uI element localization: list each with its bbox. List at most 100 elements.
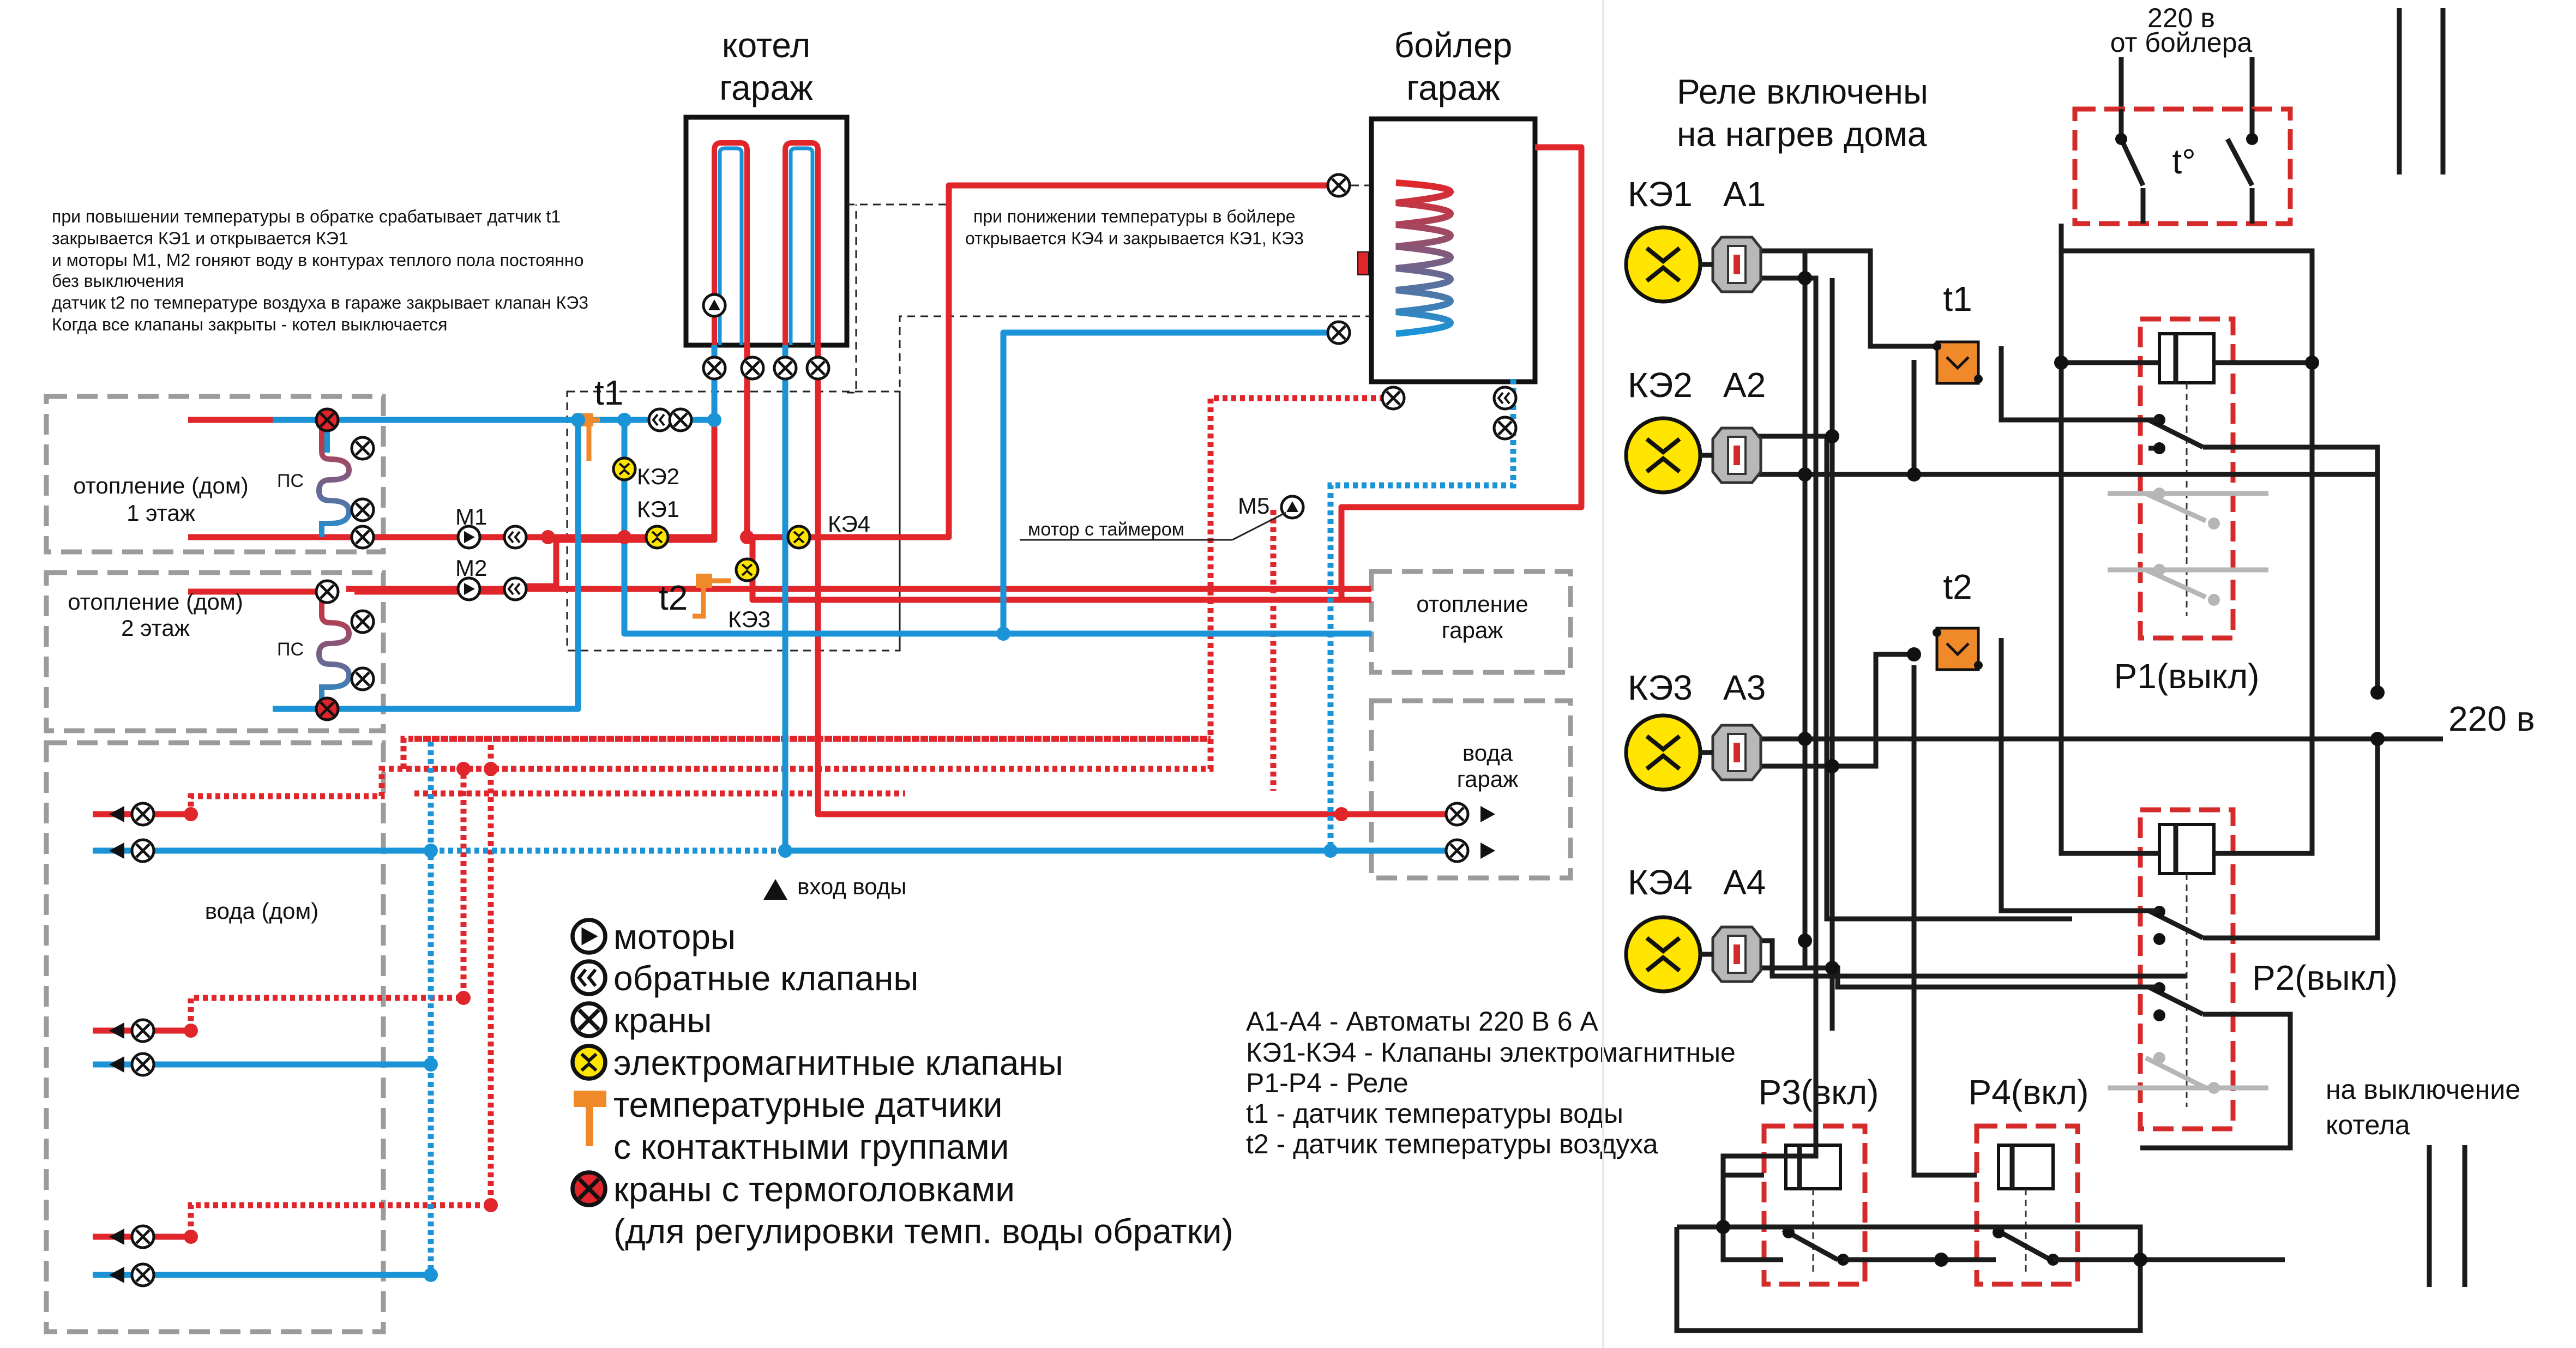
floor2-label-2: 2 этаж xyxy=(121,615,190,641)
control-frame xyxy=(566,390,901,652)
solenoid-ke1[interactable] xyxy=(646,526,668,548)
floor1-thermo-tap[interactable] xyxy=(316,409,338,431)
motor-m1-icon[interactable] xyxy=(458,526,480,548)
relay-p4-box xyxy=(1974,1123,2080,1287)
thermostat-switch[interactable] xyxy=(2115,109,2258,224)
abbr-line: t2 - датчик температуры воздуха xyxy=(1246,1129,1658,1159)
relay-p3-box xyxy=(1761,1123,1868,1287)
garage-water-label-1: вода xyxy=(1462,740,1513,766)
floor1-label-1: отопление (дом) xyxy=(73,473,249,498)
relay-p3-coil xyxy=(1784,1144,1842,1276)
top-220-label-2: от бойлера xyxy=(2110,27,2253,58)
boiler-tap-1[interactable] xyxy=(703,357,725,379)
abbr-line: КЭ1-КЭ4 - Клапаны электромагнитные xyxy=(1246,1037,1736,1068)
house-water-zone xyxy=(44,740,386,1334)
relay-p3-label: Р3(вкл) xyxy=(1759,1073,1879,1112)
garage-tank xyxy=(1369,116,1538,384)
boiler-pump-icon[interactable] xyxy=(703,294,725,316)
a3-breaker-icon[interactable] xyxy=(1713,725,1761,780)
check-valve-m1 xyxy=(504,526,526,548)
sensor-t2-label: t2 xyxy=(659,578,688,617)
floor1-radiant-loop xyxy=(316,420,352,537)
sensor-t1-contact xyxy=(1933,342,1983,383)
ke3-solenoid-icon[interactable] xyxy=(1626,715,1700,790)
sensor-t1-label: t1 xyxy=(594,373,623,412)
tank-check-valve xyxy=(1494,387,1516,409)
ke2-row-breaker: А2 xyxy=(1723,365,1766,405)
thermostat-label: t° xyxy=(2172,142,2195,181)
ke2-label: КЭ2 xyxy=(637,464,679,489)
ke1-row-breaker: А1 xyxy=(1723,174,1766,214)
a4-breaker-icon[interactable] xyxy=(1713,927,1761,982)
a1-breaker-icon[interactable] xyxy=(1713,237,1761,292)
ke1-row: КЭ1 А1 xyxy=(1626,174,1766,302)
motor-m2-icon[interactable] xyxy=(458,578,480,600)
legend-taps: краны xyxy=(613,1001,712,1040)
relay-p1-box xyxy=(2138,316,2236,641)
solenoid-ke2[interactable] xyxy=(613,458,635,480)
legend-motor-icon xyxy=(573,920,605,953)
ke1-label: КЭ1 xyxy=(637,496,679,522)
electrical-t2-label: t2 xyxy=(1943,567,1972,606)
boiler-label-2: гараж xyxy=(719,68,813,107)
floor2-tap-supply[interactable] xyxy=(316,581,338,603)
ke3-row-breaker: А3 xyxy=(1723,668,1766,707)
ke4-label: КЭ4 xyxy=(828,511,870,537)
boiler-tap-4[interactable] xyxy=(807,357,829,379)
a2-breaker-icon[interactable] xyxy=(1713,428,1761,483)
ke4-row-valve: КЭ4 xyxy=(1628,863,1693,902)
garage-water-zone xyxy=(1369,698,1573,881)
floor2-thermo-tap[interactable] xyxy=(316,698,338,720)
motor-m5-icon[interactable] xyxy=(1281,496,1303,518)
floor1-tap-upper[interactable] xyxy=(352,437,374,459)
note-right-line: при понижении температуры в бойлере xyxy=(973,207,1295,226)
legend-motors: моторы xyxy=(613,917,736,956)
tank-label-1: бойлер xyxy=(1394,26,1513,65)
ke4-row: КЭ4 А4 xyxy=(1626,863,1766,991)
note-left-line: Когда все клапаны закрыты - котел выключ… xyxy=(52,315,447,334)
ke2-solenoid-icon[interactable] xyxy=(1626,418,1700,492)
electrical-title-1: Реле включены xyxy=(1677,72,1928,111)
ke4-row-breaker: А4 xyxy=(1723,863,1766,902)
ps-label-floor1: ПС xyxy=(277,471,304,491)
solenoid-ke3[interactable] xyxy=(736,559,758,581)
floor1-tap-return[interactable] xyxy=(352,526,374,548)
tank-coil xyxy=(1395,179,1454,337)
ke2-row-valve: КЭ2 xyxy=(1628,365,1693,405)
solenoid-ke4[interactable] xyxy=(788,526,810,548)
relay-p2-box xyxy=(2138,807,2236,1132)
m1-label: М1 xyxy=(455,504,487,529)
relay-p1-contacts xyxy=(2108,414,2268,606)
control-wiring xyxy=(1674,224,2467,1333)
tap-supply-line[interactable] xyxy=(670,409,691,431)
boiler-tap-2[interactable] xyxy=(742,357,763,379)
garage-water-label-2: гараж xyxy=(1457,766,1519,792)
floor1-tap-lower[interactable] xyxy=(352,499,374,521)
garage-heat-label-1: отопление xyxy=(1416,591,1528,617)
boiler-tap-3[interactable] xyxy=(774,357,796,379)
check-valve-m2 xyxy=(504,578,526,600)
garage-water-outlets xyxy=(1446,803,1495,862)
legend-solenoid-icon xyxy=(573,1046,605,1079)
tank-tap-bottom[interactable] xyxy=(1382,387,1404,409)
garage-heat-label-2: гараж xyxy=(1442,617,1503,643)
floor2-label-1: отопление (дом) xyxy=(68,589,243,615)
note-left-line: при повышении температуры в обратке сраб… xyxy=(52,207,561,226)
floor2-zone xyxy=(44,570,386,733)
tank-tap-in[interactable] xyxy=(1328,174,1350,196)
electrical-t1-label: t1 xyxy=(1943,279,1972,318)
tank-tap-out[interactable] xyxy=(1328,322,1350,344)
note-right-line: открывается КЭ4 и закрывается КЭ1, КЭ3 xyxy=(965,228,1304,248)
floor2-tap-lower[interactable] xyxy=(352,668,374,690)
off-boiler-label-1: на выключение xyxy=(2326,1074,2520,1105)
ke1-solenoid-icon[interactable] xyxy=(1626,227,1700,302)
m2-label: М2 xyxy=(455,555,487,581)
floor2-tap-upper[interactable] xyxy=(352,611,374,633)
ke4-solenoid-icon[interactable] xyxy=(1626,917,1700,991)
abbr-line: Р1-Р4 - Реле xyxy=(1246,1068,1409,1098)
ke3-label: КЭ3 xyxy=(728,606,771,632)
legend-check-valves: обратные клапаны xyxy=(613,959,918,998)
tank-tap-cold[interactable] xyxy=(1494,417,1516,439)
relay-p2-contacts xyxy=(2108,906,2268,1094)
